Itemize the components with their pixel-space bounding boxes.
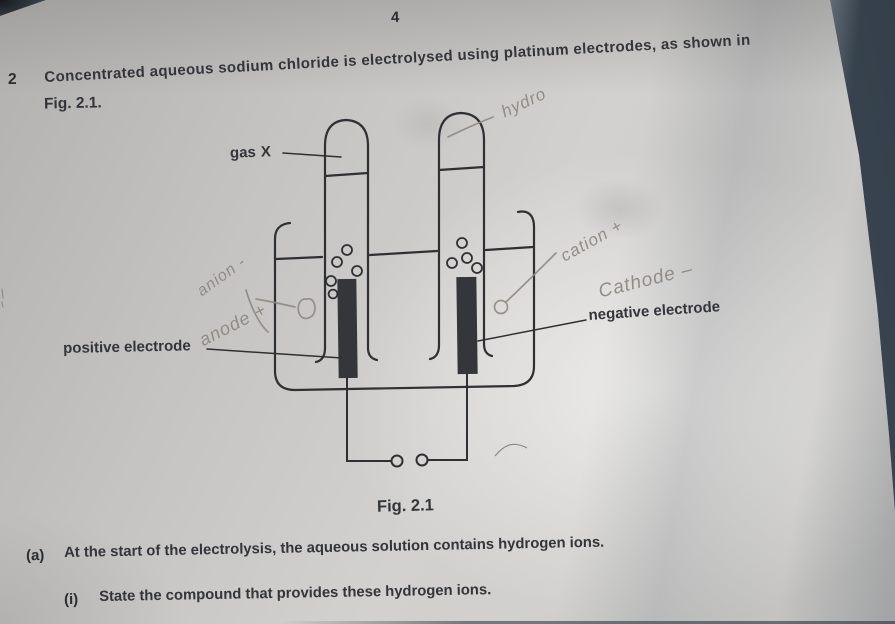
question-number: 2 bbox=[8, 71, 17, 88]
negative-electrode-label: negative electrode bbox=[588, 298, 721, 324]
test-tube-right bbox=[428, 111, 494, 361]
part-i-label: (i) bbox=[63, 590, 79, 609]
leader-lines bbox=[206, 152, 587, 359]
gas-x-leader bbox=[282, 152, 342, 158]
water-level-middle bbox=[368, 249, 439, 257]
gas-word: gas bbox=[229, 143, 257, 162]
page-number: 4 bbox=[390, 8, 400, 27]
terminal-circle-right bbox=[415, 453, 429, 467]
negative-electrode-leader bbox=[477, 319, 587, 342]
pencil-circle bbox=[493, 299, 509, 315]
gas-x-letter: X bbox=[260, 143, 272, 161]
gas-liquid-line-right bbox=[437, 165, 486, 172]
question-text-line1: Concentrated aqueous sodium chloride is … bbox=[44, 31, 751, 86]
gas-liquid-line-left bbox=[323, 171, 370, 178]
terminal-circle-left bbox=[390, 454, 404, 468]
part-i-text: State the compound that provides these h… bbox=[99, 582, 492, 605]
positive-electrode-leader bbox=[206, 348, 343, 359]
cation-pencil-leader bbox=[505, 252, 557, 303]
paper-stain bbox=[392, 96, 462, 151]
margin-pencil-mark bbox=[1, 288, 4, 308]
beaker bbox=[273, 210, 536, 392]
electrode-right bbox=[456, 276, 478, 375]
test-tube-left bbox=[314, 118, 379, 364]
photo-bottom-edge bbox=[280, 621, 895, 624]
handwriting-cation: cation + bbox=[557, 215, 627, 266]
handwriting-cathode: Cathode – bbox=[596, 258, 696, 303]
gas-bubbles bbox=[325, 237, 483, 300]
pencil-annotations bbox=[1, 116, 557, 333]
water-level-right bbox=[484, 245, 535, 252]
question-text-line2: Fig. 2.1. bbox=[43, 94, 102, 113]
electrodes bbox=[337, 276, 478, 379]
part-a-text: At the start of the electrolysis, the aq… bbox=[64, 534, 605, 561]
positive-electrode-label: positive electrode bbox=[63, 337, 191, 357]
pencil-oval bbox=[297, 297, 316, 320]
handwriting-anode: anode + bbox=[195, 299, 270, 350]
handwriting-anion: anion - bbox=[194, 253, 250, 300]
hydro-pencil-leader bbox=[447, 116, 494, 138]
circuit-wires bbox=[346, 373, 468, 468]
water-level-left bbox=[274, 255, 324, 261]
part-a-label: (a) bbox=[25, 546, 45, 565]
figure-caption: Fig. 2.1 bbox=[376, 496, 435, 516]
electrode-left bbox=[337, 278, 358, 379]
handwriting-hydro: hydro bbox=[498, 83, 550, 122]
photo-hair bbox=[494, 443, 528, 457]
